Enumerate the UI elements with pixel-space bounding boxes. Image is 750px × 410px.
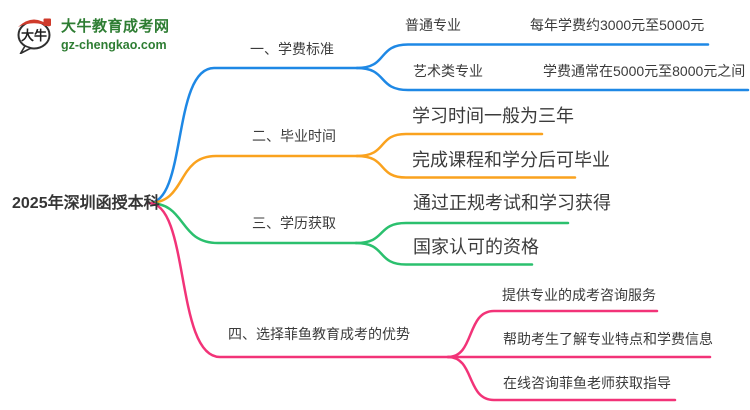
branch1-child2-underline — [355, 66, 750, 92]
red-arc — [18, 19, 50, 27]
branch2-child2-underline — [355, 154, 577, 179]
root-node-title: 2025年深圳函授本科 — [12, 195, 160, 212]
branch3-label: 三、学历获取 — [252, 215, 336, 231]
branch4-child1-text: 提供专业的成考咨询服务 — [502, 287, 656, 303]
branch3-main-line — [147, 201, 358, 245]
logo-icon-text: 大牛 — [21, 28, 47, 43]
branch2-child2-text: 完成课程和学分后可毕业 — [412, 150, 610, 170]
branch3-child1-text: 通过正规考试和学习获得 — [413, 193, 611, 213]
branch3-child2-underline — [354, 241, 534, 266]
branch2-main-line — [147, 154, 359, 205]
branch2-label: 二、毕业时间 — [252, 128, 336, 144]
branch3-child2-text: 国家认可的资格 — [413, 237, 539, 257]
branch1-child2-value: 学费通常在5000元至8000元之间 — [543, 63, 746, 79]
branch2-child1-text: 学习时间一般为三年 — [412, 106, 574, 126]
bull-speech-bubble-icon: 大牛 — [17, 18, 51, 54]
red-seal — [43, 18, 51, 26]
branch4-label: 四、选择菲鱼教育成考的优势 — [228, 326, 410, 342]
logo-text-block: 大牛教育成考网 gz-chengkao.com — [61, 15, 170, 52]
branch4-child3-text: 在线咨询菲鱼老师获取指导 — [503, 375, 671, 391]
branch1-child2-label: 艺术类专业 — [413, 63, 483, 79]
branch1-label: 一、学费标准 — [250, 41, 334, 57]
branch1-child1-underline — [355, 43, 710, 70]
branch4-main-line — [147, 201, 450, 359]
branch1-child1-value: 每年学费约3000元至5000元 — [530, 17, 705, 33]
branch3-child1-underline — [354, 221, 570, 245]
branch4-child1-underline — [446, 309, 659, 359]
branch1-main-line — [147, 66, 359, 205]
site-logo[interactable]: 大牛 大牛教育成考网 gz-chengkao.com — [14, 12, 170, 54]
branch4-child2-text: 帮助考生了解专业特点和学费信息 — [503, 331, 713, 347]
site-domain: gz-chengkao.com — [61, 37, 167, 52]
branch1-child1-label: 普通专业 — [405, 17, 461, 33]
branch4-child3-underline — [446, 355, 677, 402]
site-name: 大牛教育成考网 — [61, 17, 170, 35]
branch2-child1-underline — [355, 132, 544, 158]
